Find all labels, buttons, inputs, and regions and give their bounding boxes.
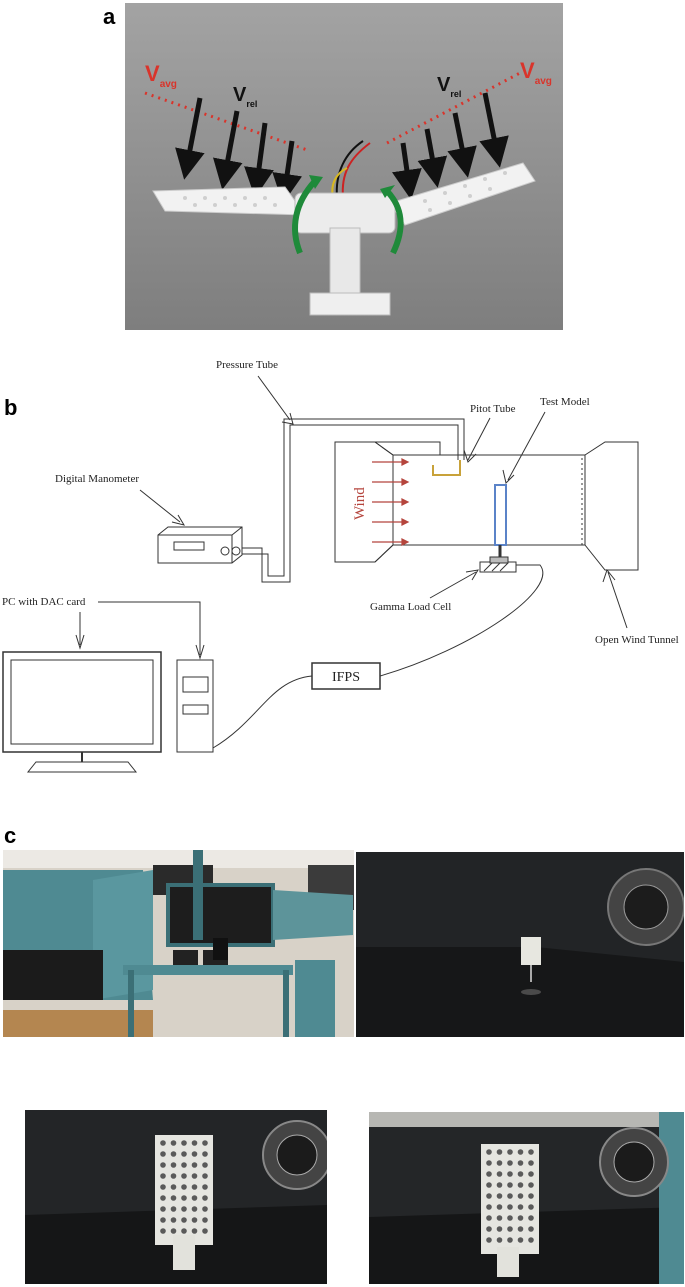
ifps-to-loadcell-cable <box>379 564 544 677</box>
wind-tunnel-lab-photo <box>3 850 354 1037</box>
pitot-pointer <box>463 417 491 463</box>
left-wing <box>152 186 306 216</box>
v-rel-right: Vrel <box>437 74 461 99</box>
label-pc: PC with DAC card <box>2 596 86 608</box>
green-rotation-arrow-left <box>292 178 318 255</box>
perforated-plate-photo <box>25 1110 327 1284</box>
label-open-wind-tunnel: Open Wind Tunnel <box>595 634 679 646</box>
panel-a-photo: Vavg Vavg Vrel Vrel <box>125 3 563 330</box>
label-digital-manometer: Digital Manometer <box>55 473 139 485</box>
label-load-cell: Gamma Load Cell <box>370 601 451 613</box>
manometer-pointer <box>139 489 186 526</box>
v-rel-arrows-left <box>175 97 303 204</box>
pressure-tube-outer <box>242 424 459 583</box>
base-plate <box>309 292 391 316</box>
photo-tunnel-interior <box>356 852 684 1037</box>
tunnel-outlet <box>584 441 639 571</box>
green-rotation-arrow-right <box>384 188 404 255</box>
flapping-wing-model-photo: Vavg Vavg Vrel Vrel <box>125 3 563 330</box>
label-ifps: IFPS <box>332 670 360 685</box>
wind-tunnel-schematic: Pressure Tube Pitot Tube Test Model Wind… <box>2 359 679 773</box>
panel-letter-a: a <box>103 4 116 29</box>
ifps-to-pc-cable <box>212 675 313 749</box>
panel-letter-b: b <box>4 395 18 420</box>
label-wind: Wind <box>352 487 368 520</box>
label-pressure-tube: Pressure Tube <box>216 359 278 371</box>
monitor-stand <box>26 761 138 773</box>
pitot-tube <box>432 460 461 476</box>
pressure-tube-inner <box>242 418 465 577</box>
panel-letter-c: c <box>4 823 17 848</box>
photo-lab-overview <box>3 850 354 1037</box>
v-avg-left: Vavg <box>145 61 177 90</box>
load-cell-pointer <box>429 569 479 599</box>
v-avg-line-left <box>144 91 311 153</box>
v-rel-left: Vrel <box>233 84 257 109</box>
gear-mechanism <box>294 192 396 234</box>
test-model-pointer <box>502 411 546 484</box>
label-pitot-tube: Pitot Tube <box>470 403 516 415</box>
label-test-model: Test Model <box>540 396 590 408</box>
v-avg-right: Vavg <box>520 58 552 87</box>
test-section-photo <box>356 852 684 1037</box>
pc-pointer <box>98 601 205 660</box>
v-rel-arrows-right <box>392 92 509 200</box>
perforated-plate-photo <box>369 1112 684 1284</box>
support-column <box>329 227 361 299</box>
photo-perforated-plate-1 <box>25 1110 327 1284</box>
wind-arrows <box>372 458 410 546</box>
test-model <box>494 484 507 546</box>
photo-perforated-plate-2 <box>369 1112 684 1284</box>
pressure-tube-pointer <box>257 375 294 425</box>
tunnel-pointer <box>602 568 628 629</box>
